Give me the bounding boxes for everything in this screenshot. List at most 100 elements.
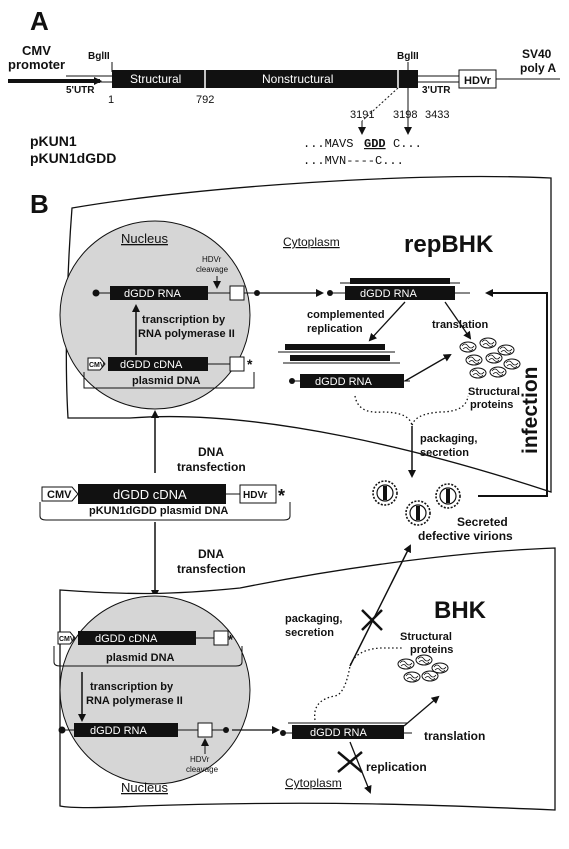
replicated-rna-cap — [289, 378, 295, 384]
repbhk-cmv-label: CMV — [89, 362, 105, 369]
transfection-label-up: DNA — [198, 445, 224, 459]
infection-arrow — [478, 289, 548, 497]
repbhk-cdna-box — [108, 357, 208, 371]
translation-arrow-top — [444, 301, 472, 340]
plasmid-hdvr-label: HDVr — [243, 490, 268, 501]
panel-b-label: B — [30, 189, 49, 219]
bhk-translation-arrow — [403, 695, 440, 727]
pkun1-label: pKUN1 — [30, 133, 77, 149]
replicated-rna-1 — [285, 344, 385, 350]
nonstructural-label: Nonstructural — [262, 72, 333, 86]
repbhk-sv40-star: * — [247, 356, 253, 372]
plasmid-cdna-box — [78, 484, 226, 504]
panel-a: A CMV promoter BglII BglII 5'UTR Structu… — [8, 6, 560, 168]
bhk-cap-dot — [58, 726, 66, 734]
repbhk-label: repBHK — [404, 231, 494, 258]
bhk-translation-label: translation — [424, 729, 485, 743]
utr5-label: 5'UTR — [66, 85, 95, 96]
bhk-cdna-box — [78, 631, 196, 645]
bhk-label: BHK — [434, 597, 487, 624]
pkun1dgdd-label: pKUN1dGDD — [30, 150, 116, 166]
virion-3 — [435, 483, 461, 509]
repbhk-nuclear-rna — [110, 286, 208, 300]
bhk-end-dot — [223, 727, 229, 733]
pos-1-label: 1 — [108, 94, 114, 106]
repbhk-cdna-label: dGDD cDNA — [120, 359, 183, 371]
middle-section: DNA transfection CMV dGDD cDNA HDVr * pK… — [39, 410, 513, 598]
secreted-virions — [372, 480, 461, 526]
bhk-cdna-hdvr-square — [213, 630, 229, 646]
infection-label: infection — [519, 367, 542, 455]
sv40-label-2: poly A — [520, 61, 557, 75]
bhk-transcription-label: transcription by — [90, 681, 174, 693]
bhk-packaging-label-2: secretion — [285, 627, 334, 639]
repbhk-plasmid-label: plasmid DNA — [132, 375, 201, 387]
bhk-replication-label: replication — [366, 760, 427, 774]
genome-bar — [112, 70, 418, 88]
utr3-label: 3'UTR — [422, 85, 451, 96]
bhk-hdvr-cleavage-label-2: cleavage — [186, 765, 219, 774]
cyto-rna-strand-a — [350, 278, 450, 284]
replication-blocked-x — [337, 751, 363, 773]
pos-792-label: 792 — [196, 94, 214, 106]
bhk-cmv-arrow-box — [57, 631, 76, 645]
plasmid-bracket — [39, 502, 291, 521]
repbhk-cell: repBHK Cytoplasm Nucleus HDVr cleavage d… — [59, 175, 552, 497]
bhk-nuclear-rna — [74, 723, 178, 737]
transfection-label-down: DNA — [198, 547, 224, 561]
plasmid-label: pKUN1dGDD plasmid DNA — [89, 505, 228, 517]
packaging-brace-top — [354, 395, 469, 427]
bhk-packaging-label: packaging, — [285, 613, 342, 625]
plasmid-hdvr-box — [239, 484, 277, 504]
cyto-rna-box — [345, 286, 455, 300]
bhk-structural-label-2: proteins — [410, 644, 453, 656]
repbhk-translation-label: translation — [432, 319, 489, 331]
bhk-cytoplasm-label: Cytoplasm — [285, 776, 342, 790]
translation-arrow-bottom — [404, 353, 452, 382]
transfection-label-up-2: transfection — [177, 460, 246, 474]
packaging-brace-bottom — [314, 647, 402, 721]
bhk-nuclear-rna-label: dGDD RNA — [90, 725, 148, 737]
repbhk-transcription-label-2: RNA polymerase II — [138, 328, 235, 340]
repbhk-cap-dot — [92, 289, 100, 297]
packaging-arrow-bottom — [349, 544, 411, 667]
repbhk-structural-label-2: proteins — [470, 399, 513, 411]
repbhk-cytoplasm-label: Cytoplasm — [283, 235, 340, 249]
bhk-plasmid-bracket — [53, 646, 243, 667]
bhk-cyto-rna-cap — [280, 730, 286, 736]
replicated-rna-label: dGDD RNA — [315, 376, 373, 388]
repbhk-cmv-arrow-box — [87, 357, 106, 371]
bhk-cell: BHK CMV dGDD cDNA * plasmid DNA transcri… — [53, 544, 556, 811]
plasmid-cdna-label: dGDD cDNA — [113, 487, 187, 502]
bhk-cmv-label: CMV — [59, 636, 75, 643]
replicated-rna-2 — [290, 355, 390, 361]
transfection-label-down-2: transfection — [177, 562, 246, 576]
repbhk-hdvr-cleavage-label: HDVr — [202, 255, 222, 264]
bglii-right-label: BglII — [397, 51, 419, 62]
seq1-suffix: C... — [393, 137, 422, 151]
repbhk-transcription-label: transcription by — [142, 314, 226, 326]
structural-label: Structural — [130, 72, 181, 86]
bhk-cyto-rna-box — [292, 725, 404, 739]
seq1-prefix: ...MAVS — [303, 137, 353, 151]
plasmid-cmv-box — [41, 486, 79, 502]
bhk-hdvr-square — [197, 722, 213, 738]
packaging-blocked-x — [361, 609, 383, 631]
virion-1 — [372, 480, 398, 506]
sv40-label: SV40 — [522, 47, 552, 61]
bglii-left-label: BglII — [88, 51, 110, 62]
replication-arrow — [349, 741, 372, 794]
virion-2 — [405, 500, 431, 526]
seq1-gdd: GDD — [364, 137, 386, 151]
panel-a-label: A — [30, 6, 49, 36]
repbhk-nucleus-label: Nucleus — [121, 231, 168, 246]
complemented-arrow — [368, 301, 406, 342]
replicated-rna-box — [300, 374, 404, 388]
hdvr-label: HDVr — [464, 75, 492, 87]
bhk-star: * — [228, 632, 234, 647]
complemented-label: complemented — [307, 309, 385, 321]
bhk-transcription-label-2: RNA polymerase II — [86, 695, 183, 707]
bhk-structural-label: Structural — [400, 631, 452, 643]
